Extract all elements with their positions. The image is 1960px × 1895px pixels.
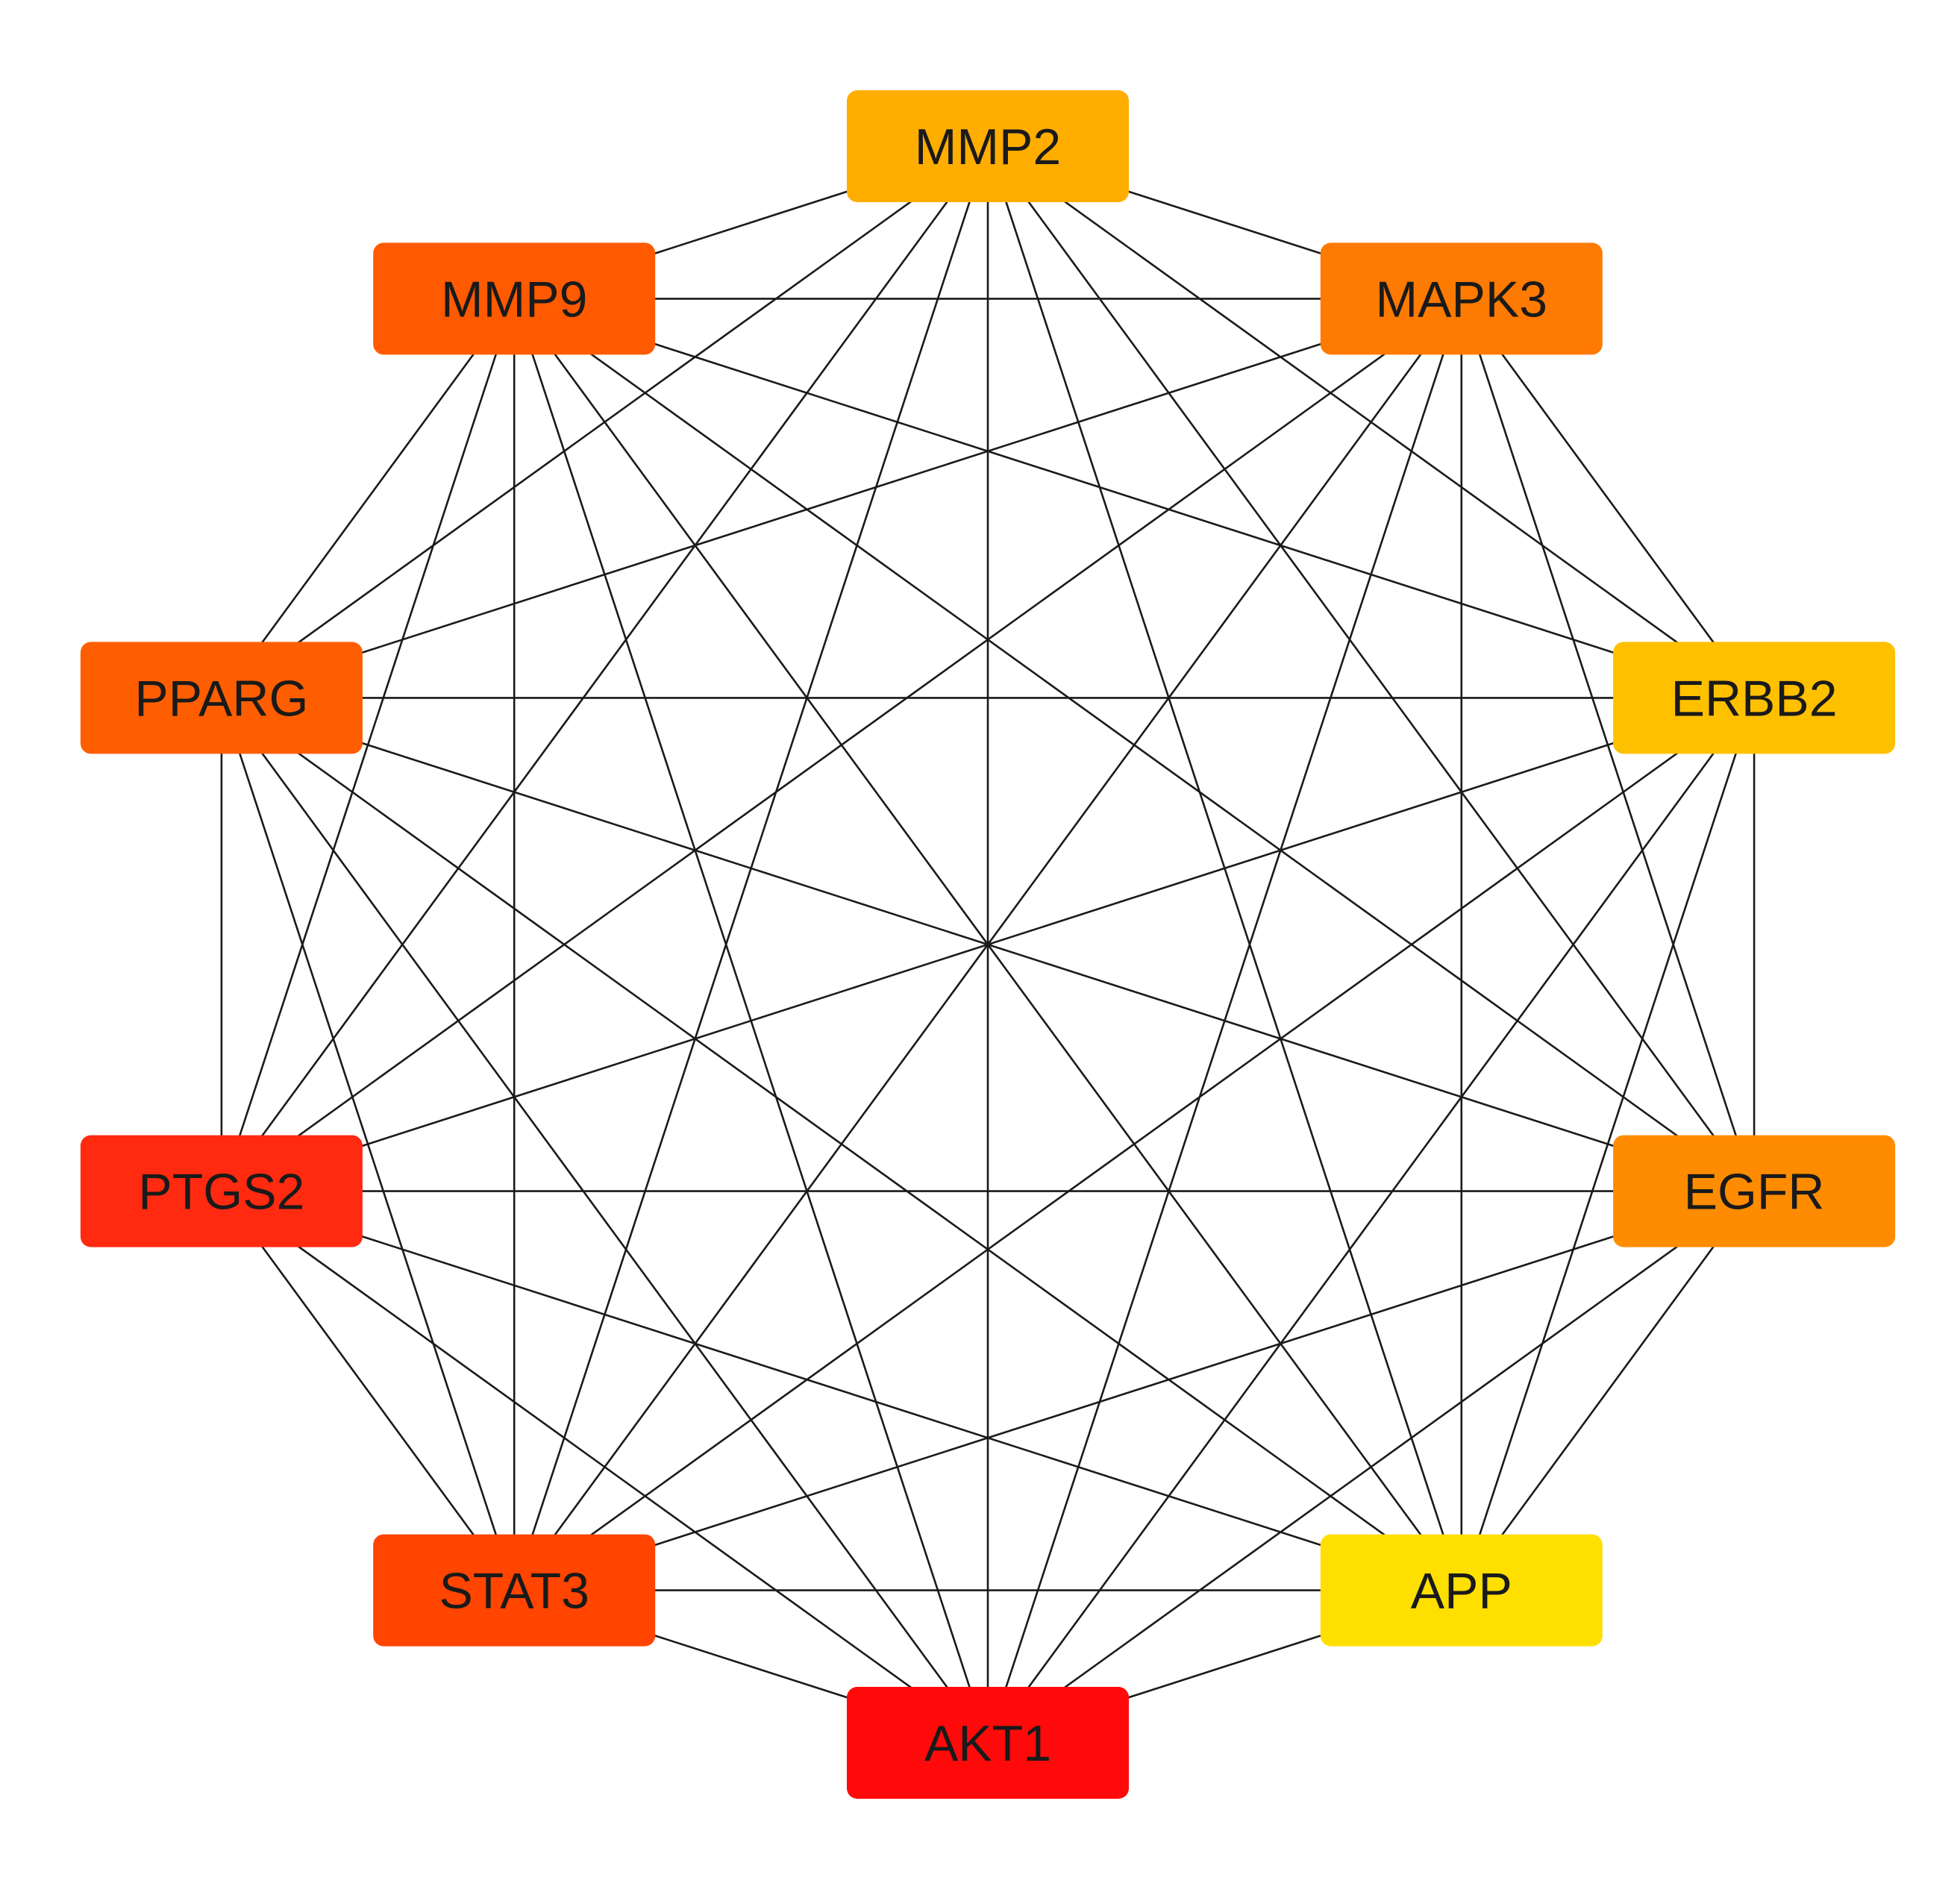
edge-layer	[220, 145, 1756, 1744]
node-mmp2[interactable]: MMP2	[847, 90, 1129, 202]
edge-stat3-ptgs2	[220, 1190, 516, 1591]
node-box	[80, 1135, 363, 1247]
node-label: MMP9	[441, 271, 587, 328]
node-label: MMP2	[915, 119, 1061, 175]
node-label: AKT1	[924, 1715, 1051, 1772]
node-label: PPARG	[134, 670, 308, 727]
node-erbb2[interactable]: ERBB2	[1613, 642, 1896, 754]
edge-akt1-mmp9	[513, 298, 989, 1744]
edge-pparg-mmp9	[220, 298, 516, 699]
node-label: MAPK3	[1376, 271, 1548, 328]
edge-akt1-pparg	[220, 697, 989, 1744]
node-label: ERBB2	[1671, 670, 1838, 727]
node-box	[373, 242, 656, 355]
edge-egfr-stat3	[513, 1190, 1755, 1591]
node-box	[1320, 242, 1603, 355]
node-box	[847, 1687, 1129, 1799]
edge-app-pparg	[221, 697, 1462, 1591]
edge-app-ptgs2	[221, 1190, 1462, 1591]
edge-mmp2-egfr	[986, 145, 1756, 1192]
node-box	[1320, 1534, 1603, 1647]
edge-mmp2-ptgs2	[220, 145, 989, 1192]
edge-egfr-app	[1460, 1190, 1756, 1591]
node-mapk3[interactable]: MAPK3	[1320, 242, 1603, 355]
node-label: STAT3	[439, 1563, 589, 1620]
node-box	[1613, 1135, 1896, 1247]
edge-ptgs2-mmp9	[220, 298, 516, 1192]
edge-app-mmp9	[513, 298, 1462, 1591]
node-ptgs2[interactable]: PTGS2	[80, 1135, 363, 1247]
node-label: PTGS2	[138, 1164, 304, 1221]
node-box	[80, 642, 363, 754]
node-akt1[interactable]: AKT1	[847, 1687, 1129, 1799]
node-mmp9[interactable]: MMP9	[373, 242, 656, 355]
node-label: EGFR	[1684, 1164, 1825, 1221]
node-app[interactable]: APP	[1320, 1534, 1603, 1647]
edge-stat3-pparg	[220, 697, 516, 1591]
edge-egfr-mmp9	[513, 298, 1755, 1192]
edge-erbb2-mmp9	[513, 298, 1755, 699]
edge-erbb2-akt1	[986, 697, 1756, 1744]
edge-mapk3-erbb2	[1460, 298, 1756, 699]
node-box	[1613, 642, 1896, 754]
node-egfr[interactable]: EGFR	[1613, 1135, 1896, 1247]
node-pparg[interactable]: PPARG	[80, 642, 363, 754]
edge-mapk3-pparg	[221, 298, 1462, 699]
edge-akt1-ptgs2	[221, 1190, 989, 1744]
node-box	[847, 90, 1129, 202]
node-stat3[interactable]: STAT3	[373, 1534, 656, 1647]
node-box	[373, 1534, 656, 1647]
node-label: APP	[1411, 1563, 1512, 1620]
